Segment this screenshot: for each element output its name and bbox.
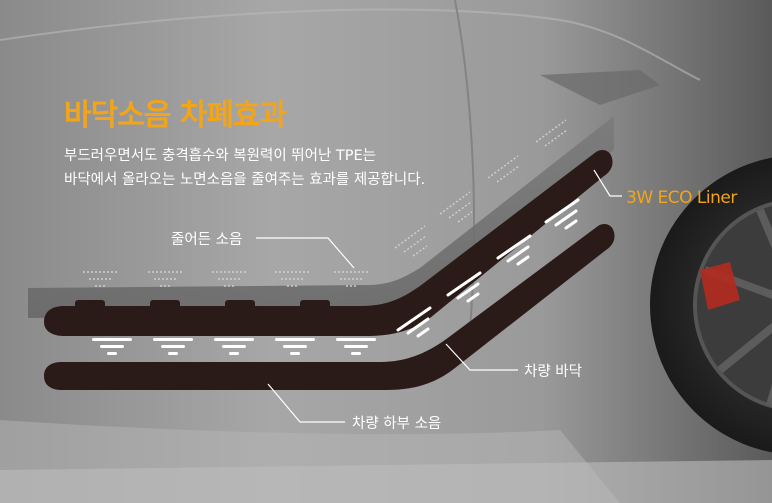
upper-floor-bumps	[75, 300, 330, 310]
brake-caliper	[700, 262, 740, 310]
diagonal-noise-wave-3	[496, 234, 532, 266]
reduced-noise-label: 줄어든 소음	[171, 232, 243, 248]
page-title: 바닥소음 차폐효과	[64, 98, 287, 133]
diagonal-noise-wave-1	[396, 306, 432, 338]
car-rim	[693, 201, 772, 409]
description-line-1: 부드러우면서도 충격흡수와 복원력이 뛰어난 TPE는	[64, 148, 376, 164]
reduced-noise-leader	[256, 237, 355, 269]
diagonal-noise-waves	[396, 198, 580, 338]
description: 부드러우면서도 충격흡수와 복원력이 뛰어난 TPE는 바닥에서 올라오는 노면…	[64, 144, 484, 192]
brand-label: 3W ECO Liner	[626, 188, 737, 208]
noise-wave-3	[214, 338, 254, 355]
callout-lines	[256, 169, 622, 423]
noise-wave-icon	[92, 338, 376, 355]
reduced-noise-wave-icon	[83, 119, 568, 287]
lower-floor-layer	[44, 224, 615, 390]
noise-wave-5	[336, 338, 376, 355]
brand-leader	[593, 169, 622, 197]
noise-wave-4	[275, 338, 315, 355]
upper-floor-layer	[44, 150, 613, 336]
noise-wave-2	[153, 338, 193, 355]
car-headlight	[540, 70, 660, 105]
diagonal-noise-wave-2	[446, 271, 482, 303]
vehicle-floor-label: 차량 바닥	[524, 364, 582, 380]
car-roof-line	[0, 8, 701, 81]
vehicle-floor-leader	[445, 343, 518, 371]
car-lower-trim	[0, 460, 772, 503]
description-line-2: 바닥에서 올라오는 노면소음을 줄여주는 효과를 제공합니다.	[64, 172, 426, 188]
noise-wave-1	[92, 338, 132, 355]
diagonal-noise-wave-4	[544, 198, 580, 230]
under-noise-leader	[267, 383, 345, 423]
under-noise-label: 차량 하부 소음	[352, 416, 442, 432]
